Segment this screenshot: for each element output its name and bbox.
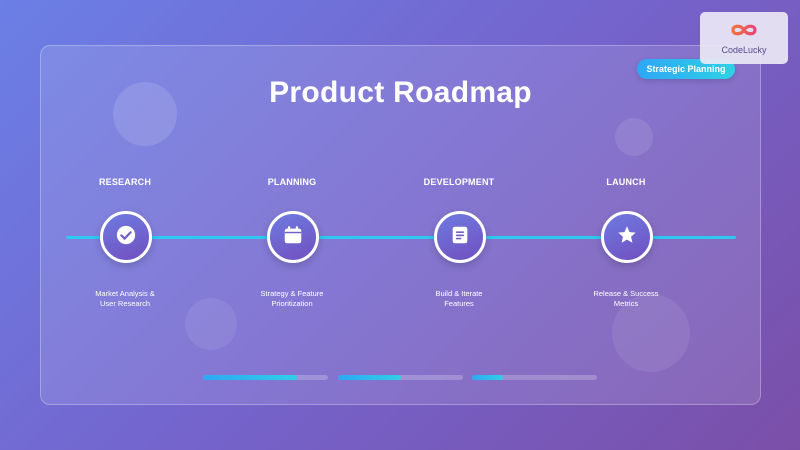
calendar-icon	[282, 224, 304, 251]
progress-bar	[472, 375, 597, 380]
roadmap-panel: Product Roadmap Strategic Planning RESEA…	[40, 45, 761, 405]
infinity-logo-icon	[729, 22, 759, 43]
stage-description: Build & Iterate Features	[435, 289, 483, 308]
progress-fill	[338, 375, 401, 380]
stage-description: Release & Success Metrics	[593, 289, 659, 308]
progress-fill	[203, 375, 297, 380]
decorative-bubble	[185, 298, 237, 350]
stage-icon-circle[interactable]	[267, 211, 319, 263]
codelucky-logo[interactable]: CodeLucky	[700, 12, 788, 64]
stage-title: LAUNCH	[606, 177, 646, 187]
progress-bar	[203, 375, 328, 380]
strategic-planning-badge[interactable]: Strategic Planning	[637, 59, 735, 79]
timeline-track	[66, 236, 736, 239]
decorative-bubble	[615, 118, 653, 156]
stage-title: DEVELOPMENT	[423, 177, 495, 187]
progress-bar	[338, 375, 463, 380]
stage-icon-circle[interactable]	[434, 211, 486, 263]
stage-title: PLANNING	[267, 177, 317, 187]
star-icon	[616, 224, 638, 251]
page-title: Product Roadmap	[269, 76, 532, 109]
stage-icon-circle[interactable]	[601, 211, 653, 263]
progress-fill	[472, 375, 504, 380]
logo-text: CodeLucky	[721, 44, 767, 55]
stage-description: Market Analysis & User Research	[95, 289, 155, 308]
stage-title: RESEARCH	[98, 177, 152, 187]
stage-description: Strategy & Feature Prioritization	[260, 289, 324, 308]
decorative-bubble	[612, 294, 690, 372]
document-icon	[449, 224, 471, 251]
stage-icon-circle[interactable]	[100, 211, 152, 263]
check-circle-icon	[115, 224, 137, 251]
decorative-bubble	[113, 82, 177, 146]
